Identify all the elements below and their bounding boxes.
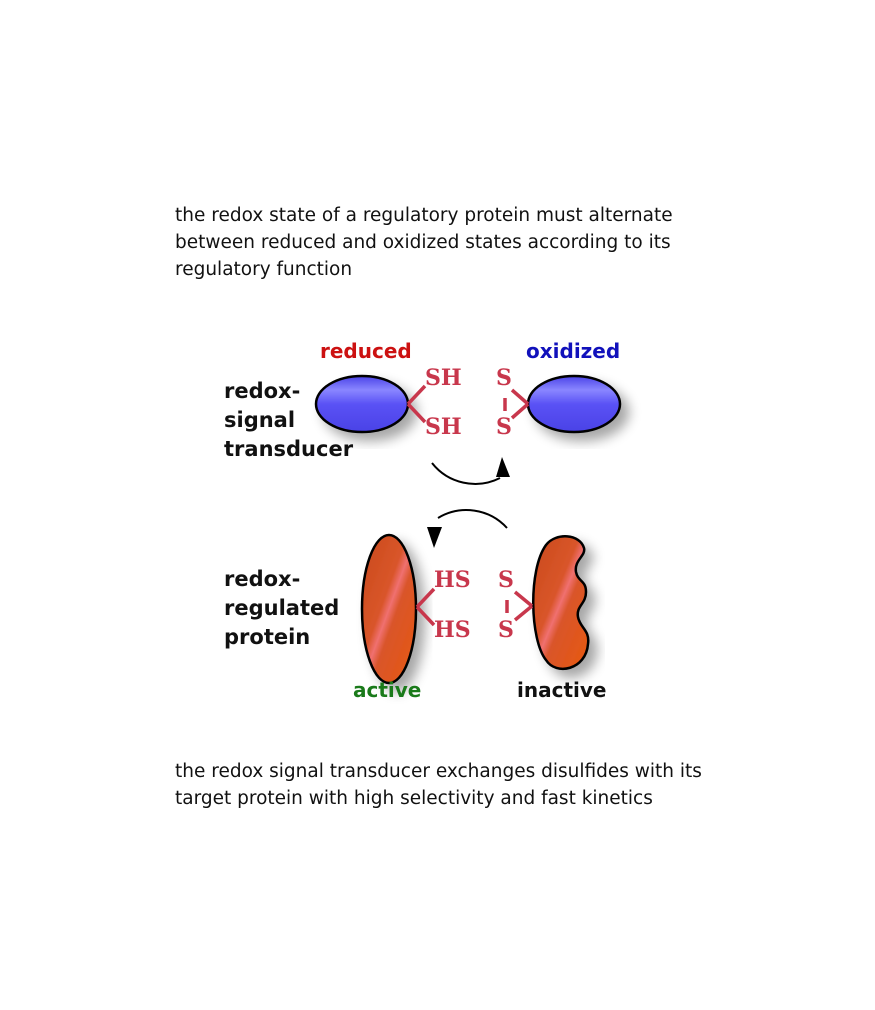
closing-paragraph: the redox signal transducer exchanges di… [175, 761, 702, 809]
transducer-label-line: transducer [224, 437, 354, 461]
inactive-protein-shape [532, 535, 590, 670]
regulated-protein-label: redox- regulated protein [224, 565, 339, 652]
inactive-sulfur-top: S [498, 567, 514, 593]
oxidized-transducer-bonds [503, 388, 530, 420]
inactive-protein-bonds [505, 590, 534, 622]
transducer-label: redox- signal transducer [224, 377, 353, 464]
transducer-label-line: signal [224, 408, 296, 432]
disulfide-sulfur-bottom: S [496, 414, 512, 440]
arrow-reduced-to-oxidized [431, 462, 501, 485]
active-protein-shape [360, 533, 418, 685]
oxidized-transducer-shape [526, 374, 622, 434]
transducer-label-line: redox- [224, 379, 301, 403]
regulated-label-line: redox- [224, 567, 301, 591]
oxidized-label: oxidized [526, 339, 621, 363]
arrow-active-to-inactive [437, 509, 508, 529]
disulfide-sulfur-top: S [496, 365, 512, 391]
thiol-group-top: SH [425, 365, 462, 391]
active-thiol-bottom: HS [434, 617, 471, 643]
arrow-head-down-icon [427, 527, 442, 548]
regulated-label-line: regulated [224, 596, 340, 620]
reduced-transducer-bonds [406, 384, 427, 424]
thiol-group-bottom: SH [425, 414, 462, 440]
arrow-head-up-icon [496, 457, 510, 477]
regulated-label-line: protein [224, 625, 311, 649]
intro-paragraph: the redox state of a regulatory protein … [175, 205, 673, 280]
active-thiol-top: HS [434, 567, 471, 593]
inactive-label: inactive [517, 678, 607, 702]
inactive-sulfur-bottom: S [498, 617, 514, 643]
active-label: active [353, 678, 422, 702]
reduced-label: reduced [320, 339, 412, 363]
active-protein-bonds [415, 587, 436, 627]
exchange-arrows [431, 462, 508, 529]
